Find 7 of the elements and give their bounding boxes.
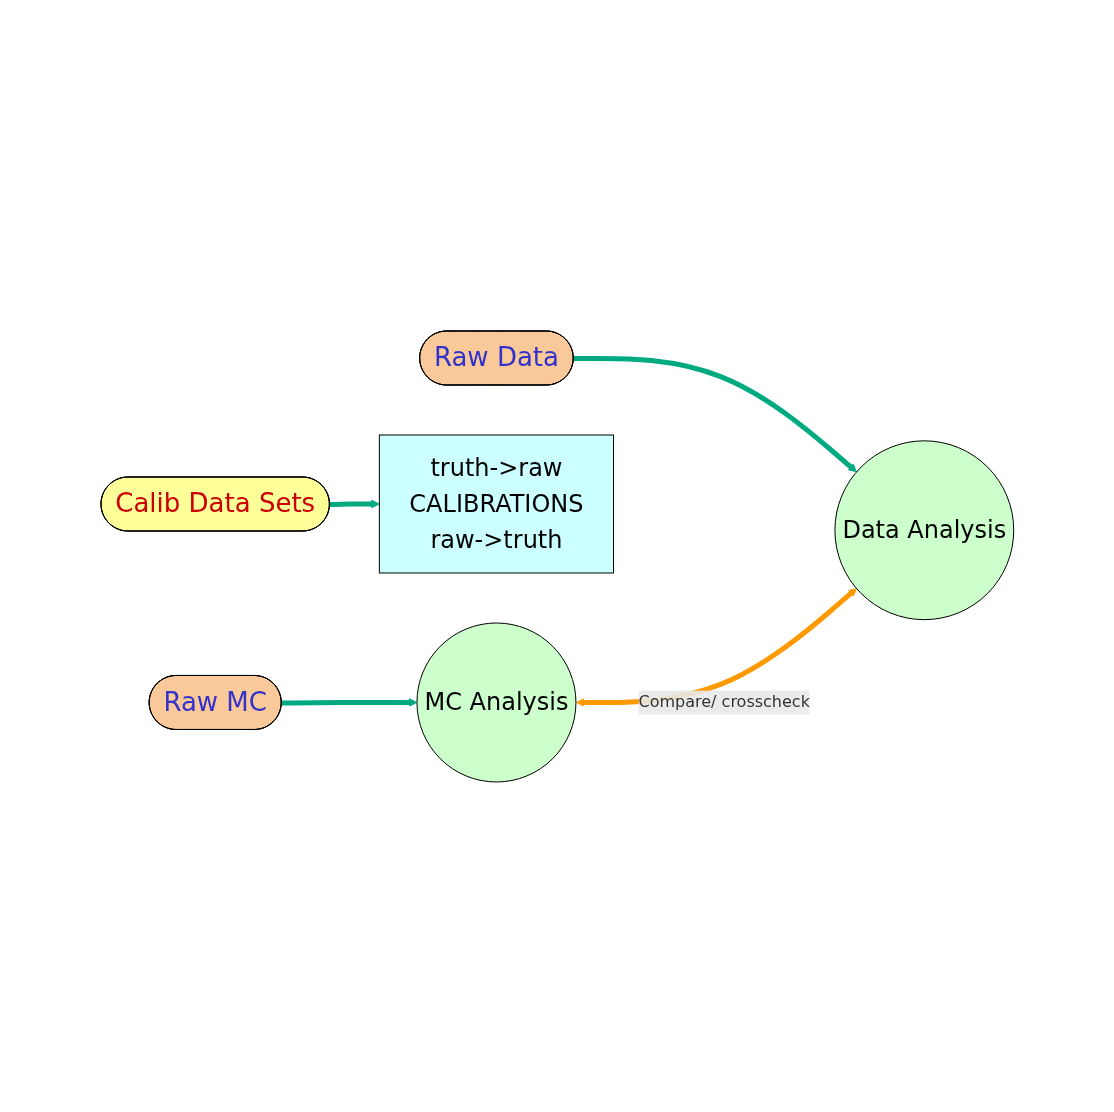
arrow bbox=[281, 697, 417, 707]
node-circle: Data Analysis bbox=[834, 439, 1014, 620]
edge-label: Compare/ crosscheck bbox=[638, 692, 810, 711]
arrow bbox=[573, 355, 857, 472]
node-box: truth->raw CALIBRATIONS raw->truth bbox=[378, 434, 614, 573]
node-circle: MC Analysis bbox=[416, 622, 577, 782]
arrow bbox=[329, 499, 380, 508]
